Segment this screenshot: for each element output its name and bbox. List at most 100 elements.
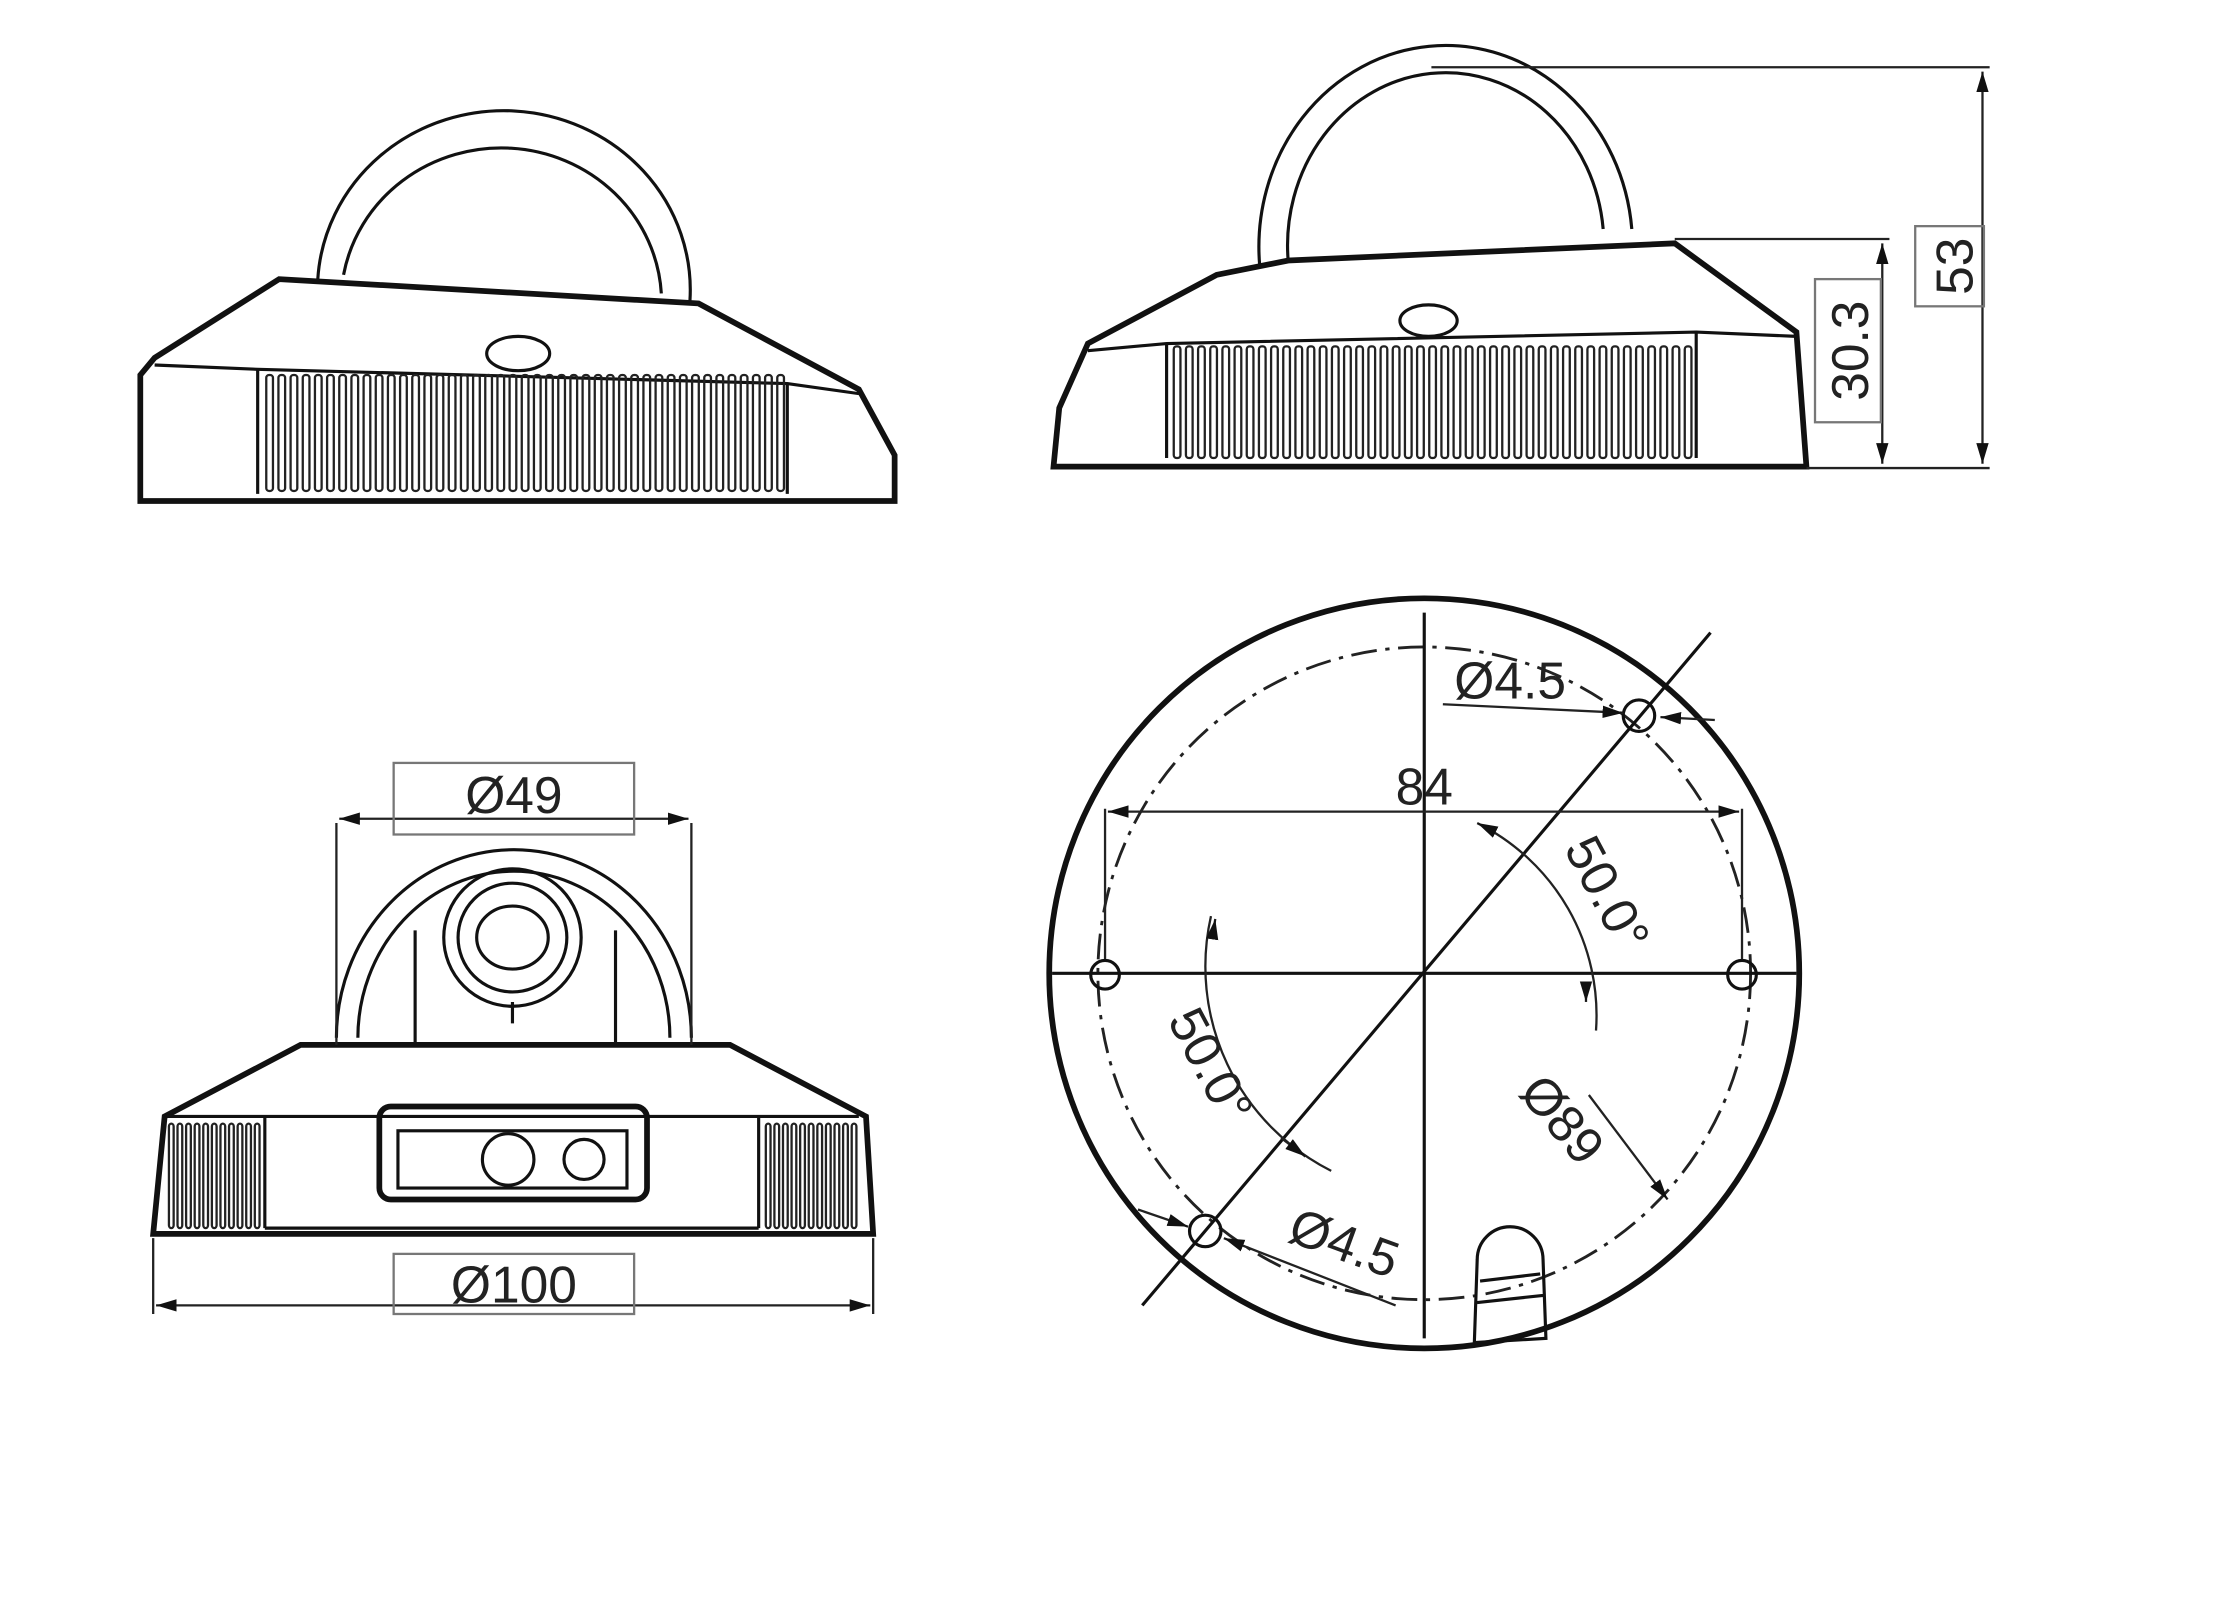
heat-sink-fin (850, 1122, 858, 1230)
heat-sink-fin (484, 373, 494, 493)
heat-sink-fin (193, 1122, 201, 1230)
heat-sink-fin (362, 373, 372, 493)
heat-sink-fin (654, 373, 664, 493)
heat-sink-fin (1294, 345, 1304, 460)
side-view-front (137, 109, 898, 504)
heat-sink-fin (447, 373, 457, 493)
heat-sink-fin (184, 1122, 192, 1230)
heat-sink-fin (1671, 345, 1681, 460)
heat-sink-fin (1257, 345, 1267, 460)
heat-sink-fin (1537, 345, 1547, 460)
heat-sink-fin (833, 1122, 841, 1230)
heat-sink-fin (1634, 345, 1644, 460)
heat-sink-fin (1379, 345, 1389, 460)
heat-sink-fin (569, 373, 579, 493)
heat-sink-fin (1464, 345, 1474, 460)
heat-sink-fin (739, 373, 749, 493)
heat-sink-fin (763, 373, 773, 493)
mount-circle-diameter-label: Ø89 (1509, 1063, 1616, 1175)
heat-sink-fin (1683, 345, 1693, 460)
heat-sink-fin (176, 1122, 184, 1230)
heat-sink-fin (841, 1122, 849, 1230)
heat-sink-fin (678, 373, 688, 493)
heat-sink-fin (824, 1122, 832, 1230)
heat-sink-fin (751, 373, 761, 493)
heat-sink-fin (1622, 345, 1632, 460)
heat-sink-fin (435, 373, 445, 493)
heat-sink-fin (544, 373, 554, 493)
heat-sink-fin (1440, 345, 1450, 460)
heat-sink-fin (301, 373, 311, 493)
heat-sink-fin (593, 373, 603, 493)
angle-upper-label: 50.0° (1554, 826, 1662, 960)
heat-sink-fin (520, 373, 530, 493)
heat-sink-fin (338, 373, 348, 493)
heat-sink-fin (776, 373, 786, 493)
heat-sink-fin (816, 1122, 824, 1230)
heat-sink-fin (1172, 345, 1182, 460)
heat-sink-fin (289, 373, 299, 493)
heat-sink-fin (727, 373, 737, 493)
heat-sink-fin (773, 1122, 781, 1230)
heat-sink-fin (781, 1122, 789, 1230)
heat-sink-fin (642, 373, 652, 493)
mounting-plan-view: 84 Ø4.5 Ø4.5 50.0° 50.0° Ø89 (1046, 595, 1803, 1352)
heat-sink-fin (236, 1122, 244, 1230)
heat-sink-fin (666, 373, 676, 493)
heat-sink-fin (202, 1122, 210, 1230)
angle-lower-label: 50.0° (1157, 998, 1265, 1132)
heat-sink-fin (532, 373, 542, 493)
heat-sink-fin (1647, 345, 1657, 460)
heat-sink-fin (1342, 345, 1352, 460)
heat-sink-fin (1476, 345, 1486, 460)
heat-sink-fin (1561, 345, 1571, 460)
heat-sink-fin (459, 373, 469, 493)
heat-sink-fin (1221, 345, 1231, 460)
heat-sink-fin (386, 373, 396, 493)
heat-sink-fin (227, 1122, 235, 1230)
heat-sink-fin (1586, 345, 1596, 460)
heat-sink-fin (617, 373, 627, 493)
heat-sink-fin (1574, 345, 1584, 460)
heat-sink-fin (245, 1122, 253, 1230)
heat-sink-fin (471, 373, 481, 493)
heat-sink-fin (265, 373, 275, 493)
heat-sink-fin (1610, 345, 1620, 460)
hole-diameter-upper-label: Ø4.5 (1454, 652, 1566, 710)
heat-sink-fin (1659, 345, 1669, 460)
front-view: Ø49 Ø100 (150, 761, 877, 1316)
heat-sink-fin (1549, 345, 1559, 460)
heat-sink-fin (1233, 345, 1243, 460)
dome-diameter-label: Ø49 (465, 766, 562, 824)
heat-sink-fin (1282, 345, 1292, 460)
base-height-label: 30.3 (1821, 301, 1879, 401)
heat-sink-fin (1501, 345, 1511, 460)
heat-sink-fin (1318, 345, 1328, 460)
heat-sink-fin (690, 373, 700, 493)
heat-sink-fin (715, 373, 725, 493)
heat-sink-fin (1306, 345, 1316, 460)
heat-sink-fin (277, 373, 287, 493)
heat-sink-fin (1245, 345, 1255, 460)
heat-sink-fin (325, 373, 335, 493)
heat-sink-fin (799, 1122, 807, 1230)
heat-sink-fin (374, 373, 384, 493)
heat-sink-fin (496, 373, 506, 493)
side-view-profile: 53 30.3 (1050, 44, 1990, 470)
heat-sink-fin (210, 1122, 218, 1230)
base-diameter-label: Ø100 (451, 1256, 577, 1314)
hole-spacing-label: 84 (1396, 757, 1453, 815)
heat-sink-fin (790, 1122, 798, 1230)
heat-sink-fin (1488, 345, 1498, 460)
heat-sink-fin (1403, 345, 1413, 460)
heat-sink-fin (605, 373, 615, 493)
heat-sink-fin (1452, 345, 1462, 460)
heat-sink-fin (219, 1122, 227, 1230)
heat-sink-fin (1391, 345, 1401, 460)
heat-sink-fin (764, 1122, 772, 1230)
heat-sink-fin (1415, 345, 1425, 460)
heat-sink-fin (1209, 345, 1219, 460)
heat-sink-fin (411, 373, 421, 493)
heat-sink-fin (703, 373, 713, 493)
